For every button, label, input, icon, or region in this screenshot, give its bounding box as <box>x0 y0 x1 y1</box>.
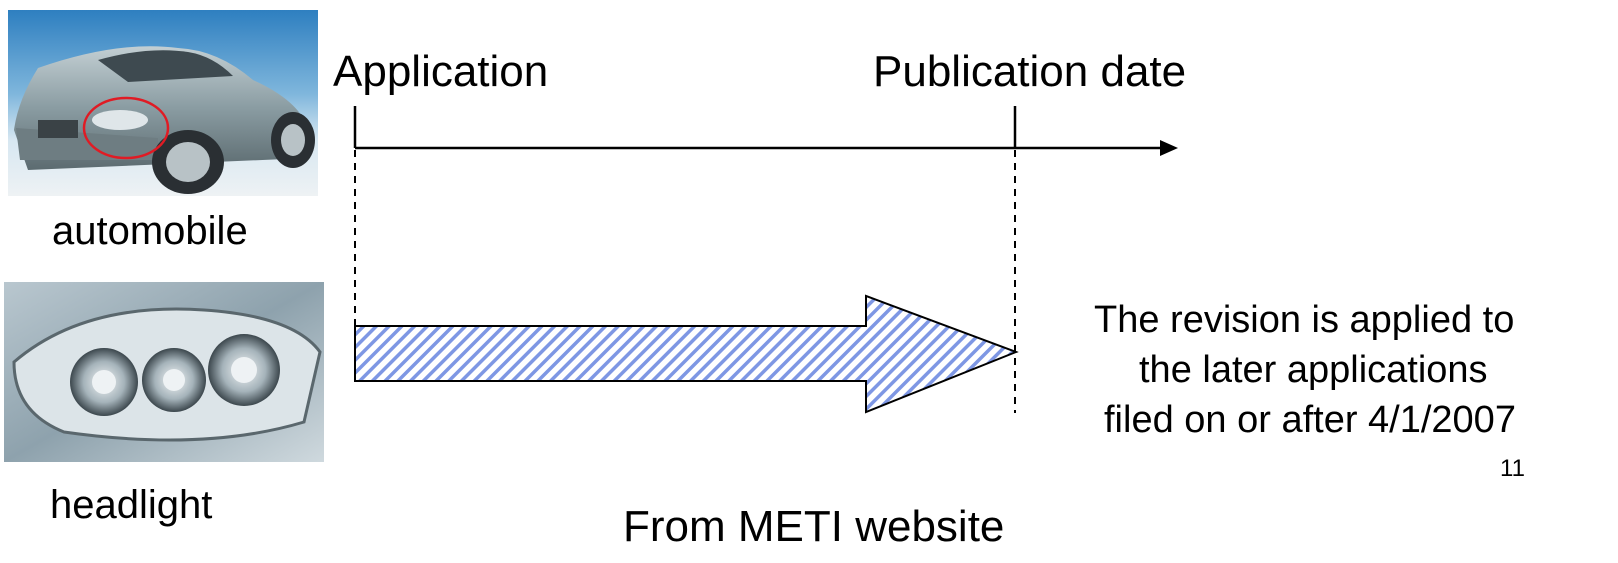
headlight-photo <box>4 282 324 462</box>
automobile-photo <box>8 10 318 196</box>
headlight-caption: headlight <box>50 483 213 527</box>
revision-note-line-2: the later applications <box>1139 349 1488 391</box>
publication-date-label: Publication date <box>873 47 1187 96</box>
timeline-arrowhead <box>1160 140 1178 156</box>
highlight-ring <box>82 96 170 160</box>
revision-note-line-3: filed on or after 4/1/2007 <box>1104 399 1516 441</box>
source-credit: From METI website <box>623 502 1005 551</box>
revision-note-line-1: The revision is applied to <box>1094 299 1515 341</box>
applied-period-arrow <box>354 294 1019 414</box>
automobile-caption: automobile <box>52 209 248 253</box>
page-number: 11 <box>1500 455 1525 482</box>
application-label: Application <box>333 47 549 96</box>
